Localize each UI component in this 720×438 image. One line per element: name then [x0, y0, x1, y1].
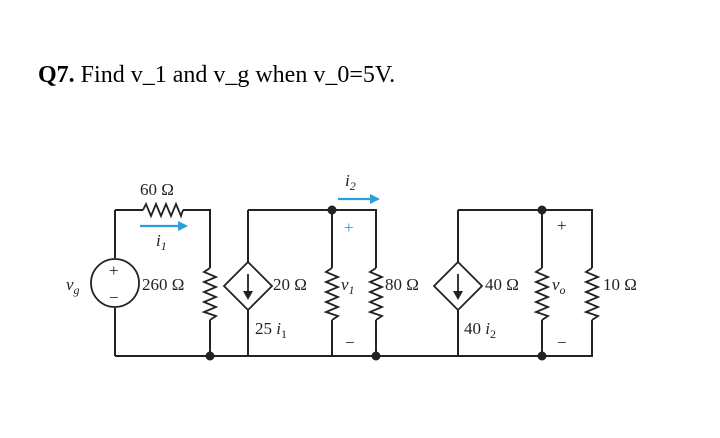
- junction-dot: [537, 351, 547, 361]
- resistor-40: 40 Ω: [485, 267, 551, 321]
- resistor-40-label: 40 Ω: [485, 275, 519, 294]
- junction-dot: [327, 205, 337, 215]
- resistor-40-zigzag: [533, 267, 551, 321]
- dep-source-arrowhead: [243, 291, 253, 300]
- wire-10-bottom: [542, 320, 593, 357]
- vo-minus-sign: −: [557, 333, 567, 352]
- junction-dots: [205, 205, 547, 361]
- resistor-60: 60 Ω: [140, 180, 184, 219]
- resistor-80: 80 Ω: [367, 267, 419, 321]
- wire-60-to-260: [183, 209, 211, 268]
- v1-label: v1: [341, 275, 355, 297]
- resistor-10-label: 10 Ω: [603, 275, 637, 294]
- question-number: Q7.: [38, 62, 75, 88]
- source-label: vg: [66, 275, 80, 297]
- voltage-source-vg: + − vg: [66, 258, 140, 308]
- question-text: Q7. Find v_1 and v_g when v_0=5V.: [38, 60, 395, 90]
- resistor-10-zigzag: [583, 267, 601, 321]
- vo-label: vo: [552, 275, 566, 297]
- junction-dot: [205, 351, 215, 361]
- dep-source-label: 25 i1: [255, 319, 287, 341]
- resistor-80-label: 80 Ω: [385, 275, 419, 294]
- i2-arrowhead: [370, 194, 380, 204]
- voltage-vo: + vo −: [552, 216, 567, 352]
- resistor-20-zigzag: [323, 267, 341, 321]
- i1-arrowhead: [178, 221, 188, 231]
- dep-source-label: 40 i2: [464, 319, 496, 341]
- voltage-source-circle: [90, 258, 140, 308]
- wire-to-10: [542, 209, 593, 268]
- resistor-260-zigzag: [201, 267, 219, 321]
- voltage-v1: + v1 −: [341, 218, 355, 352]
- source-plus-sign: +: [109, 261, 119, 280]
- source-minus-sign: −: [109, 288, 119, 307]
- resistor-20: 20 Ω: [273, 267, 341, 321]
- resistor-60-zigzag: [142, 201, 184, 219]
- current-i2: i2: [338, 171, 380, 204]
- i1-label: i1: [156, 231, 167, 253]
- current-i1: i1: [140, 221, 188, 253]
- vo-plus-sign: +: [557, 216, 567, 235]
- wire-right-top: [458, 209, 543, 268]
- dependent-source-diamond: [432, 260, 484, 312]
- wire-to-80: [332, 209, 377, 268]
- junction-dot: [537, 205, 547, 215]
- resistor-80-zigzag: [367, 267, 385, 321]
- v1-plus-sign: +: [344, 218, 354, 237]
- resistor-20-label: 20 Ω: [273, 275, 307, 294]
- resistor-10: 10 Ω: [583, 267, 637, 321]
- wire-mid-top: [248, 209, 333, 268]
- dep-source-arrowhead: [453, 291, 463, 300]
- dependent-source-40i2: 40 i2: [432, 260, 496, 341]
- junction-dot: [371, 351, 381, 361]
- question-body: Find v_1 and v_g when v_0=5V.: [80, 62, 396, 88]
- resistor-260-label: 260 Ω: [142, 275, 184, 294]
- dependent-source-25i1: 25 i1: [222, 260, 287, 341]
- dependent-source-diamond: [222, 260, 274, 312]
- resistor-60-label: 60 Ω: [140, 180, 174, 199]
- i2-label: i2: [345, 171, 356, 193]
- v1-minus-sign: −: [345, 333, 355, 352]
- resistor-260: 260 Ω: [142, 267, 219, 321]
